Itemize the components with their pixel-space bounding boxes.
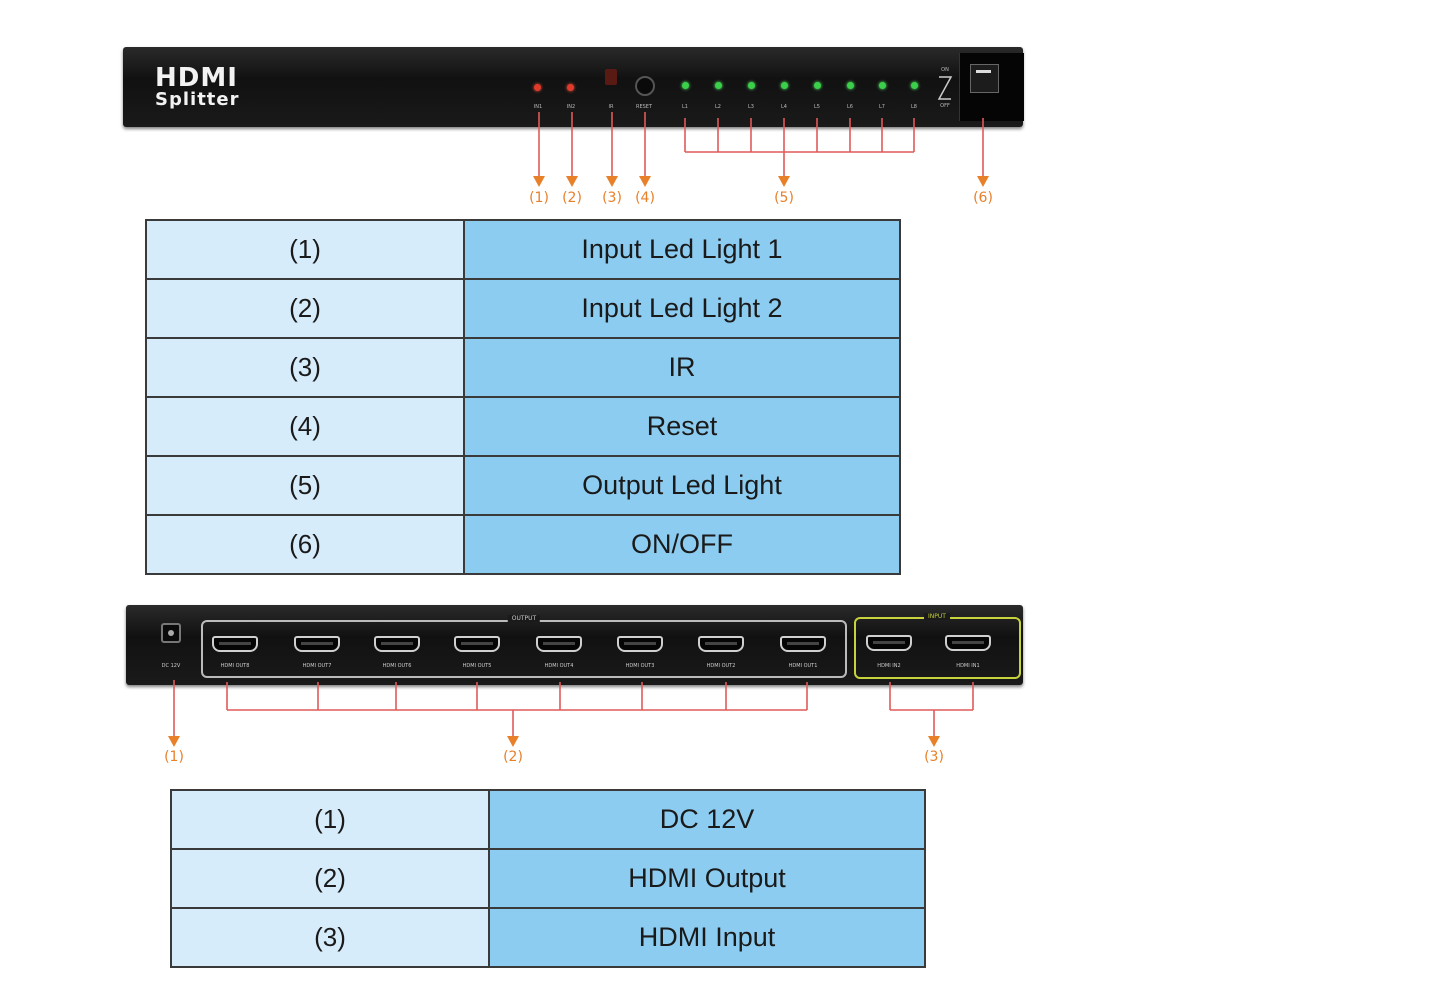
- reset-button[interactable]: [635, 76, 655, 96]
- table-row: (3) HDMI Input: [170, 907, 926, 968]
- label-l4: L4: [781, 104, 787, 110]
- row-description: Input Led Light 2: [463, 278, 901, 339]
- row-description: Input Led Light 1: [463, 219, 901, 280]
- label-in1: IN1: [533, 104, 543, 110]
- rear-panel-table: (1) DC 12V (2) HDMI Output (3) HDMI Inpu…: [170, 789, 926, 968]
- front-callout-2: (2): [562, 190, 582, 206]
- rear-callout-3: (3): [924, 749, 944, 765]
- label-in2: IN2: [566, 104, 576, 110]
- label-switch-off: OFF: [940, 103, 950, 109]
- label-dc: DC 12V: [161, 663, 181, 669]
- row-number: (5): [145, 455, 465, 516]
- power-switch[interactable]: [970, 64, 999, 93]
- label-hdmi-in2: HDMI IN2: [877, 663, 901, 669]
- label-hdmi-in1: HDMI IN1: [956, 663, 980, 669]
- label-hdmi-out3: HDMI OUT3: [625, 663, 655, 669]
- brand-splitter: Splitter: [155, 89, 240, 110]
- hdmi-in1-port[interactable]: [945, 635, 991, 651]
- table-row: (2) HDMI Output: [170, 848, 926, 909]
- row-description: IR: [463, 337, 901, 398]
- ir-window: [605, 69, 617, 85]
- output-led-4: [781, 82, 788, 89]
- output-led-7: [879, 82, 886, 89]
- rear-panel: DC 12V OUTPUT HDMI OUT8 HDMI OUT7 HDMI O…: [126, 605, 1023, 685]
- row-number: (2): [145, 278, 465, 339]
- label-hdmi-out2: HDMI OUT2: [706, 663, 736, 669]
- table-row: (4) Reset: [145, 396, 901, 457]
- front-callout-arrows: [533, 112, 989, 187]
- input-led-2: [567, 84, 574, 91]
- table-row: (5) Output Led Light: [145, 455, 901, 516]
- hdmi-in2-port[interactable]: [866, 635, 912, 651]
- label-l2: L2: [715, 104, 721, 110]
- input-led-1: [534, 84, 541, 91]
- output-led-5: [814, 82, 821, 89]
- dc-jack: [161, 623, 181, 643]
- label-hdmi-out1: HDMI OUT1: [788, 663, 818, 669]
- row-description: DC 12V: [488, 789, 926, 850]
- label-hdmi-out8: HDMI OUT8: [220, 663, 250, 669]
- front-panel-table: (1) Input Led Light 1 (2) Input Led Ligh…: [145, 219, 901, 575]
- label-l8: L8: [911, 104, 917, 110]
- hdmi-out7-port[interactable]: [294, 636, 340, 652]
- label-l7: L7: [879, 104, 885, 110]
- brand-hdmi: HDMI: [155, 63, 238, 93]
- hdmi-out5-port[interactable]: [454, 636, 500, 652]
- input-group-label: INPUT: [924, 613, 950, 620]
- front-callout-5: (5): [774, 190, 794, 206]
- label-ir: IR: [608, 104, 614, 110]
- table-row: (1) Input Led Light 1: [145, 219, 901, 280]
- label-hdmi-out4: HDMI OUT4: [544, 663, 574, 669]
- table-row: (6) ON/OFF: [145, 514, 901, 575]
- row-description: Reset: [463, 396, 901, 457]
- hdmi-out8-port[interactable]: [212, 636, 258, 652]
- output-led-2: [715, 82, 722, 89]
- label-l3: L3: [748, 104, 754, 110]
- rear-callout-arrows: [168, 680, 974, 747]
- front-callout-3: (3): [602, 190, 622, 206]
- power-switch-mark: [976, 70, 991, 73]
- hdmi-out2-port[interactable]: [698, 636, 744, 652]
- row-number: (4): [145, 396, 465, 457]
- table-row: (2) Input Led Light 2: [145, 278, 901, 339]
- label-hdmi-out5: HDMI OUT5: [462, 663, 492, 669]
- label-l1: L1: [682, 104, 688, 110]
- label-reset: RESET: [635, 104, 653, 110]
- hdmi-out4-port[interactable]: [536, 636, 582, 652]
- hdmi-out1-port[interactable]: [780, 636, 826, 652]
- label-hdmi-out7: HDMI OUT7: [302, 663, 332, 669]
- output-led-3: [748, 82, 755, 89]
- row-number: (3): [145, 337, 465, 398]
- switch-marker-icon: [937, 76, 953, 100]
- row-number: (2): [170, 848, 490, 909]
- label-l5: L5: [814, 104, 820, 110]
- table-row: (3) IR: [145, 337, 901, 398]
- row-number: (3): [170, 907, 490, 968]
- row-description: Output Led Light: [463, 455, 901, 516]
- front-callout-6: (6): [973, 190, 993, 206]
- row-number: (1): [145, 219, 465, 280]
- output-led-1: [682, 82, 689, 89]
- hdmi-out6-port[interactable]: [374, 636, 420, 652]
- label-l6: L6: [847, 104, 853, 110]
- dc-jack-pin: [168, 630, 174, 636]
- front-callout-4: (4): [635, 190, 655, 206]
- row-description: HDMI Input: [488, 907, 926, 968]
- row-number: (6): [145, 514, 465, 575]
- output-led-8: [911, 82, 918, 89]
- rear-callout-2: (2): [503, 749, 523, 765]
- row-number: (1): [170, 789, 490, 850]
- label-switch-on: ON: [941, 67, 949, 73]
- front-panel: HDMI Splitter IN1 IN2 IR RESET L1 L2 L3 …: [123, 47, 1024, 127]
- output-led-6: [847, 82, 854, 89]
- label-hdmi-out6: HDMI OUT6: [382, 663, 412, 669]
- table-row: (1) DC 12V: [170, 789, 926, 850]
- rear-callout-1: (1): [164, 749, 184, 765]
- output-group-label: OUTPUT: [507, 615, 541, 622]
- hdmi-out3-port[interactable]: [617, 636, 663, 652]
- front-callout-1: (1): [529, 190, 549, 206]
- row-description: ON/OFF: [463, 514, 901, 575]
- row-description: HDMI Output: [488, 848, 926, 909]
